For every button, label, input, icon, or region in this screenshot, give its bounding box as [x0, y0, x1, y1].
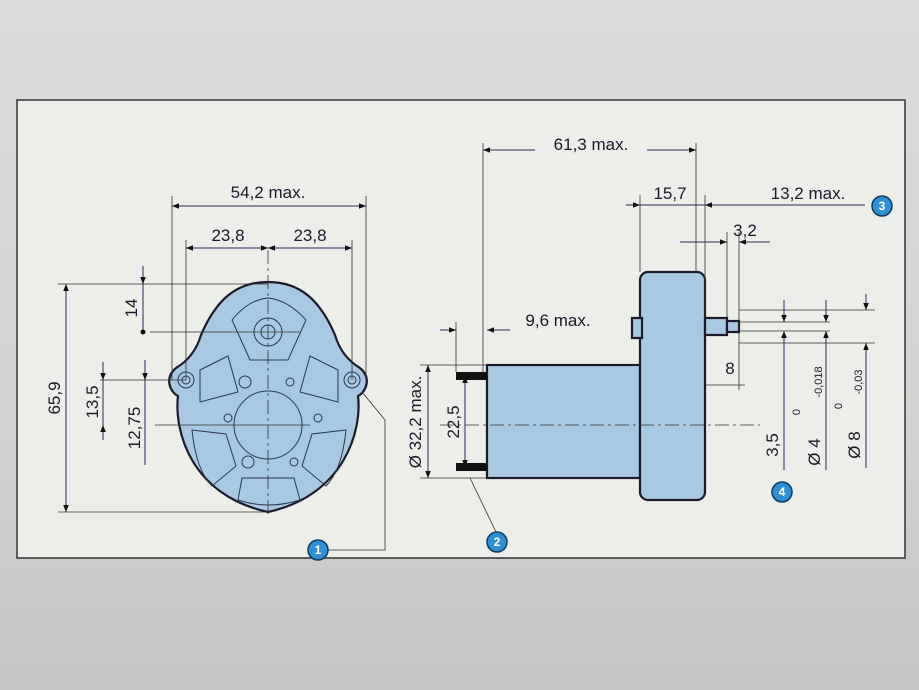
dim-height: 65,9: [45, 381, 64, 414]
dim-gearbox-depth: 15,7: [653, 184, 686, 203]
side-view: 61,3 max. 15,7 13,2 max. 3 3,2 9,6 max. …: [406, 132, 893, 553]
motor-can: [485, 363, 642, 480]
front-view: 54,2 max. 23,8 23,8 65,9 14 13,5 12,75 1: [45, 183, 386, 561]
gearbox-housing-side: [638, 270, 707, 502]
callout-4: [771, 481, 793, 503]
tol-small-upper: 0: [791, 409, 803, 415]
terminal-bottom: [456, 463, 487, 471]
dim-shaft-to-holes: 13,5: [83, 385, 102, 418]
callout-3: [871, 195, 893, 217]
dim-shaft-length-max: 13,2 max.: [771, 184, 846, 203]
callout-2: [486, 531, 508, 553]
tol-large-lower: -0,03: [853, 369, 865, 394]
dim-flat: 3,5: [763, 433, 782, 457]
shaft-detail: 3,5 Ø 4 0 -0,018 Ø 8 0 -0,03 4: [739, 294, 875, 503]
tol-large-upper: 0: [833, 403, 845, 409]
dim-dia-large: Ø 8: [845, 431, 864, 458]
callout-3-label: 3: [879, 199, 886, 213]
output-shaft: [703, 316, 729, 337]
dim-shaft-step: 3,2: [733, 221, 757, 240]
dim-half-width-right: 23,8: [293, 226, 326, 245]
dim-holes-to-center: 12,75: [125, 407, 144, 450]
dim-terminal-spacing: 22,5: [444, 405, 463, 438]
drawing-frame: [16, 99, 906, 559]
terminal-top: [456, 372, 487, 380]
dim-width-max: 54,2 max.: [231, 183, 306, 202]
dim-brush-max: 9,6 max.: [525, 311, 590, 330]
dim-top-to-shaft: 14: [122, 299, 141, 318]
dim-motor-diameter: Ø 32,2 max.: [406, 376, 425, 469]
callout-2-label: 2: [494, 535, 501, 549]
callout-1-label: 1: [315, 543, 322, 557]
callout-4-label: 4: [779, 485, 786, 499]
dim-shaft-flat: 8: [725, 359, 734, 378]
callout-1: [307, 539, 329, 561]
dim-length-max: 61,3 max.: [554, 135, 629, 154]
tol-small-lower: -0,018: [813, 366, 825, 397]
dim-half-width-left: 23,8: [211, 226, 244, 245]
dim-dia-small: Ø 4: [805, 438, 824, 465]
